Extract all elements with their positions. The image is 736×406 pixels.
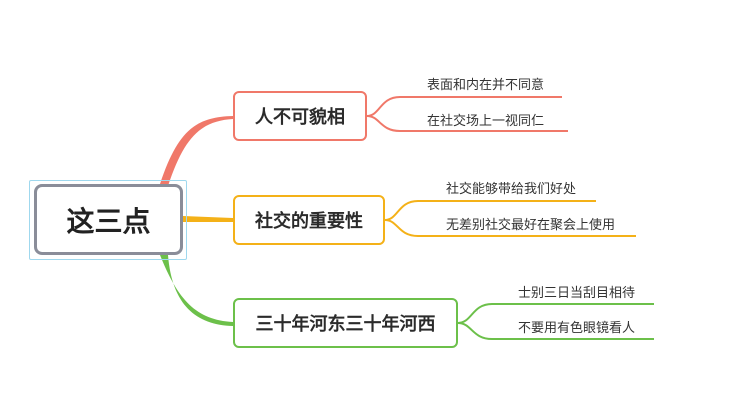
leaf-topic-2-2[interactable]: 无差别社交最好在聚会上使用 xyxy=(446,218,616,233)
leaf-topic-3-1[interactable]: 士别三日当刮目相待 xyxy=(518,286,636,301)
branch-topic-2[interactable]: 社交的重要性 xyxy=(233,195,385,245)
connector-branch1-leaf2 xyxy=(366,115,568,132)
leaf-topic-1-1[interactable]: 表面和内在并不同意 xyxy=(427,78,545,93)
root-selection-frame xyxy=(29,180,187,260)
connector-root-branch2 xyxy=(183,216,233,222)
branch-topic-3[interactable]: 三十年河东三十年河西 xyxy=(233,298,458,348)
connector-branch3-leaf2 xyxy=(457,322,654,340)
leaf-topic-3-2[interactable]: 不要用有色眼镜看人 xyxy=(518,321,636,336)
connector-root-branch1 xyxy=(160,116,233,186)
leaf-topic-1-2[interactable]: 在社交场上一视同仁 xyxy=(427,114,545,129)
branch-topic-1[interactable]: 人不可貌相 xyxy=(233,91,367,141)
leaf-topic-2-1[interactable]: 社交能够带给我们好处 xyxy=(446,182,577,197)
connector-branch2-leaf1 xyxy=(384,200,596,221)
root-topic[interactable]: 这三点 xyxy=(34,184,183,255)
connector-branch2-leaf2 xyxy=(384,219,636,237)
connector-root-branch3 xyxy=(160,255,233,326)
connector-branch3-leaf1 xyxy=(457,303,654,324)
connector-branch1-leaf1 xyxy=(366,96,562,117)
